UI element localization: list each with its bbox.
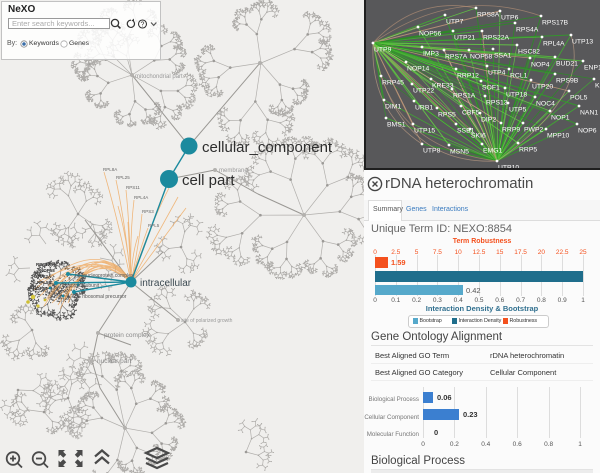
svg-text:SSA1: SSA1 bbox=[494, 53, 512, 60]
svg-text:cell part: cell part bbox=[182, 172, 235, 189]
svg-text:RCL1: RCL1 bbox=[510, 73, 528, 80]
svg-text:RPS11: RPS11 bbox=[126, 185, 140, 190]
svg-text:KRE33: KRE33 bbox=[432, 83, 454, 90]
svg-text:NOP56: NOP56 bbox=[33, 286, 48, 291]
svg-text:RRP9: RRP9 bbox=[502, 127, 520, 134]
svg-text:DIP2: DIP2 bbox=[481, 117, 496, 124]
svg-text:NOP14: NOP14 bbox=[407, 66, 430, 73]
svg-text:RPS3: RPS3 bbox=[142, 209, 154, 214]
svg-text:cellular_component: cellular_component bbox=[202, 139, 333, 156]
svg-text:UTP20: UTP20 bbox=[532, 84, 553, 91]
svg-text:membrane: membrane bbox=[219, 168, 248, 174]
svg-text:RPL4A: RPL4A bbox=[134, 195, 148, 200]
svg-text:UTP15: UTP15 bbox=[414, 128, 435, 135]
svg-text:RPS9B: RPS9B bbox=[556, 78, 579, 85]
svg-text:RPL5: RPL5 bbox=[148, 223, 160, 228]
svg-text:mitochondrial part: mitochondrial part bbox=[135, 74, 183, 80]
svg-text:nuclear part: nuclear part bbox=[97, 358, 132, 365]
svg-text:MPP10: MPP10 bbox=[547, 133, 570, 140]
svg-text:site of polarized growth: site of polarized growth bbox=[181, 318, 233, 324]
svg-text:RPS5: RPS5 bbox=[438, 112, 456, 119]
svg-text:ENP1: ENP1 bbox=[584, 65, 600, 72]
svg-text:UTP22: UTP22 bbox=[413, 88, 434, 95]
svg-text:UTP4: UTP4 bbox=[488, 70, 506, 77]
svg-text:NOP4: NOP4 bbox=[531, 62, 550, 69]
svg-text:HSC82: HSC82 bbox=[518, 49, 540, 56]
svg-text:RPL5B: RPL5B bbox=[37, 280, 53, 285]
svg-text:RPS13: RPS13 bbox=[486, 100, 508, 107]
svg-text:PWP2: PWP2 bbox=[524, 127, 543, 134]
svg-text:UTP6: UTP6 bbox=[501, 15, 519, 22]
svg-text:RPL4A: RPL4A bbox=[543, 41, 565, 48]
svg-text:UTP9: UTP9 bbox=[374, 47, 392, 54]
svg-text:RPL25: RPL25 bbox=[116, 175, 130, 180]
svg-text:RPS22A: RPS22A bbox=[483, 35, 510, 42]
svg-text:60S ribosomal precursor: 60S ribosomal precursor bbox=[72, 294, 127, 300]
svg-text:ribosomal subunit: ribosomal subunit bbox=[60, 283, 100, 289]
svg-text:NOP58: NOP58 bbox=[40, 268, 55, 273]
svg-text:MSN5: MSN5 bbox=[450, 149, 469, 156]
svg-text:UTP10: UTP10 bbox=[498, 165, 519, 172]
svg-text:POL5: POL5 bbox=[570, 95, 588, 102]
svg-text:NOP58: NOP58 bbox=[470, 54, 493, 61]
svg-text:UTP21: UTP21 bbox=[454, 35, 475, 42]
svg-text:RPS1A: RPS1A bbox=[36, 262, 52, 267]
svg-text:CBF5: CBF5 bbox=[462, 110, 480, 117]
svg-text:BMS1: BMS1 bbox=[387, 122, 406, 129]
svg-text:RPS7A: RPS7A bbox=[445, 54, 468, 61]
svg-text:NOC4: NOC4 bbox=[536, 101, 555, 108]
svg-text:RPS1A: RPS1A bbox=[453, 93, 476, 100]
svg-text:UTP5: UTP5 bbox=[509, 107, 527, 114]
svg-text:RPS8A: RPS8A bbox=[477, 12, 500, 19]
svg-text:RPS4A: RPS4A bbox=[516, 27, 539, 34]
svg-text:DIM1: DIM1 bbox=[385, 104, 401, 111]
svg-text:UTP18: UTP18 bbox=[506, 92, 527, 99]
svg-text:RRP5: RRP5 bbox=[519, 147, 537, 154]
svg-text:UTP8: UTP8 bbox=[423, 148, 441, 155]
svg-text:UTP22A: UTP22A bbox=[34, 274, 52, 279]
svg-text:SSB1: SSB1 bbox=[457, 128, 475, 135]
svg-text:NOP6: NOP6 bbox=[578, 128, 597, 135]
svg-text:protein complex: protein complex bbox=[104, 332, 151, 339]
svg-text:IMP3: IMP3 bbox=[423, 51, 439, 58]
svg-text:RPS17B: RPS17B bbox=[542, 20, 569, 27]
svg-text:KR: KR bbox=[595, 83, 600, 90]
svg-text:NAN1: NAN1 bbox=[580, 110, 598, 117]
svg-text:UTP13: UTP13 bbox=[572, 39, 593, 46]
svg-text:RPL8A: RPL8A bbox=[103, 167, 117, 172]
svg-text:intracellular: intracellular bbox=[140, 278, 192, 289]
svg-text:UTP7: UTP7 bbox=[446, 19, 464, 26]
svg-text:ribonucleoprotein complex: ribonucleoprotein complex bbox=[75, 273, 134, 279]
svg-text:RRP12: RRP12 bbox=[457, 73, 479, 80]
svg-text:?: ? bbox=[141, 22, 145, 29]
svg-text:URB1: URB1 bbox=[415, 105, 433, 112]
svg-text:RRP45: RRP45 bbox=[382, 80, 404, 87]
svg-text:EMG1: EMG1 bbox=[483, 148, 502, 155]
svg-text:BUD21: BUD21 bbox=[556, 61, 578, 68]
svg-text:SKI6: SKI6 bbox=[471, 133, 486, 140]
svg-text:SOF1: SOF1 bbox=[482, 85, 500, 92]
svg-text:NOP56: NOP56 bbox=[419, 31, 442, 38]
svg-text:NOP1: NOP1 bbox=[551, 115, 570, 122]
